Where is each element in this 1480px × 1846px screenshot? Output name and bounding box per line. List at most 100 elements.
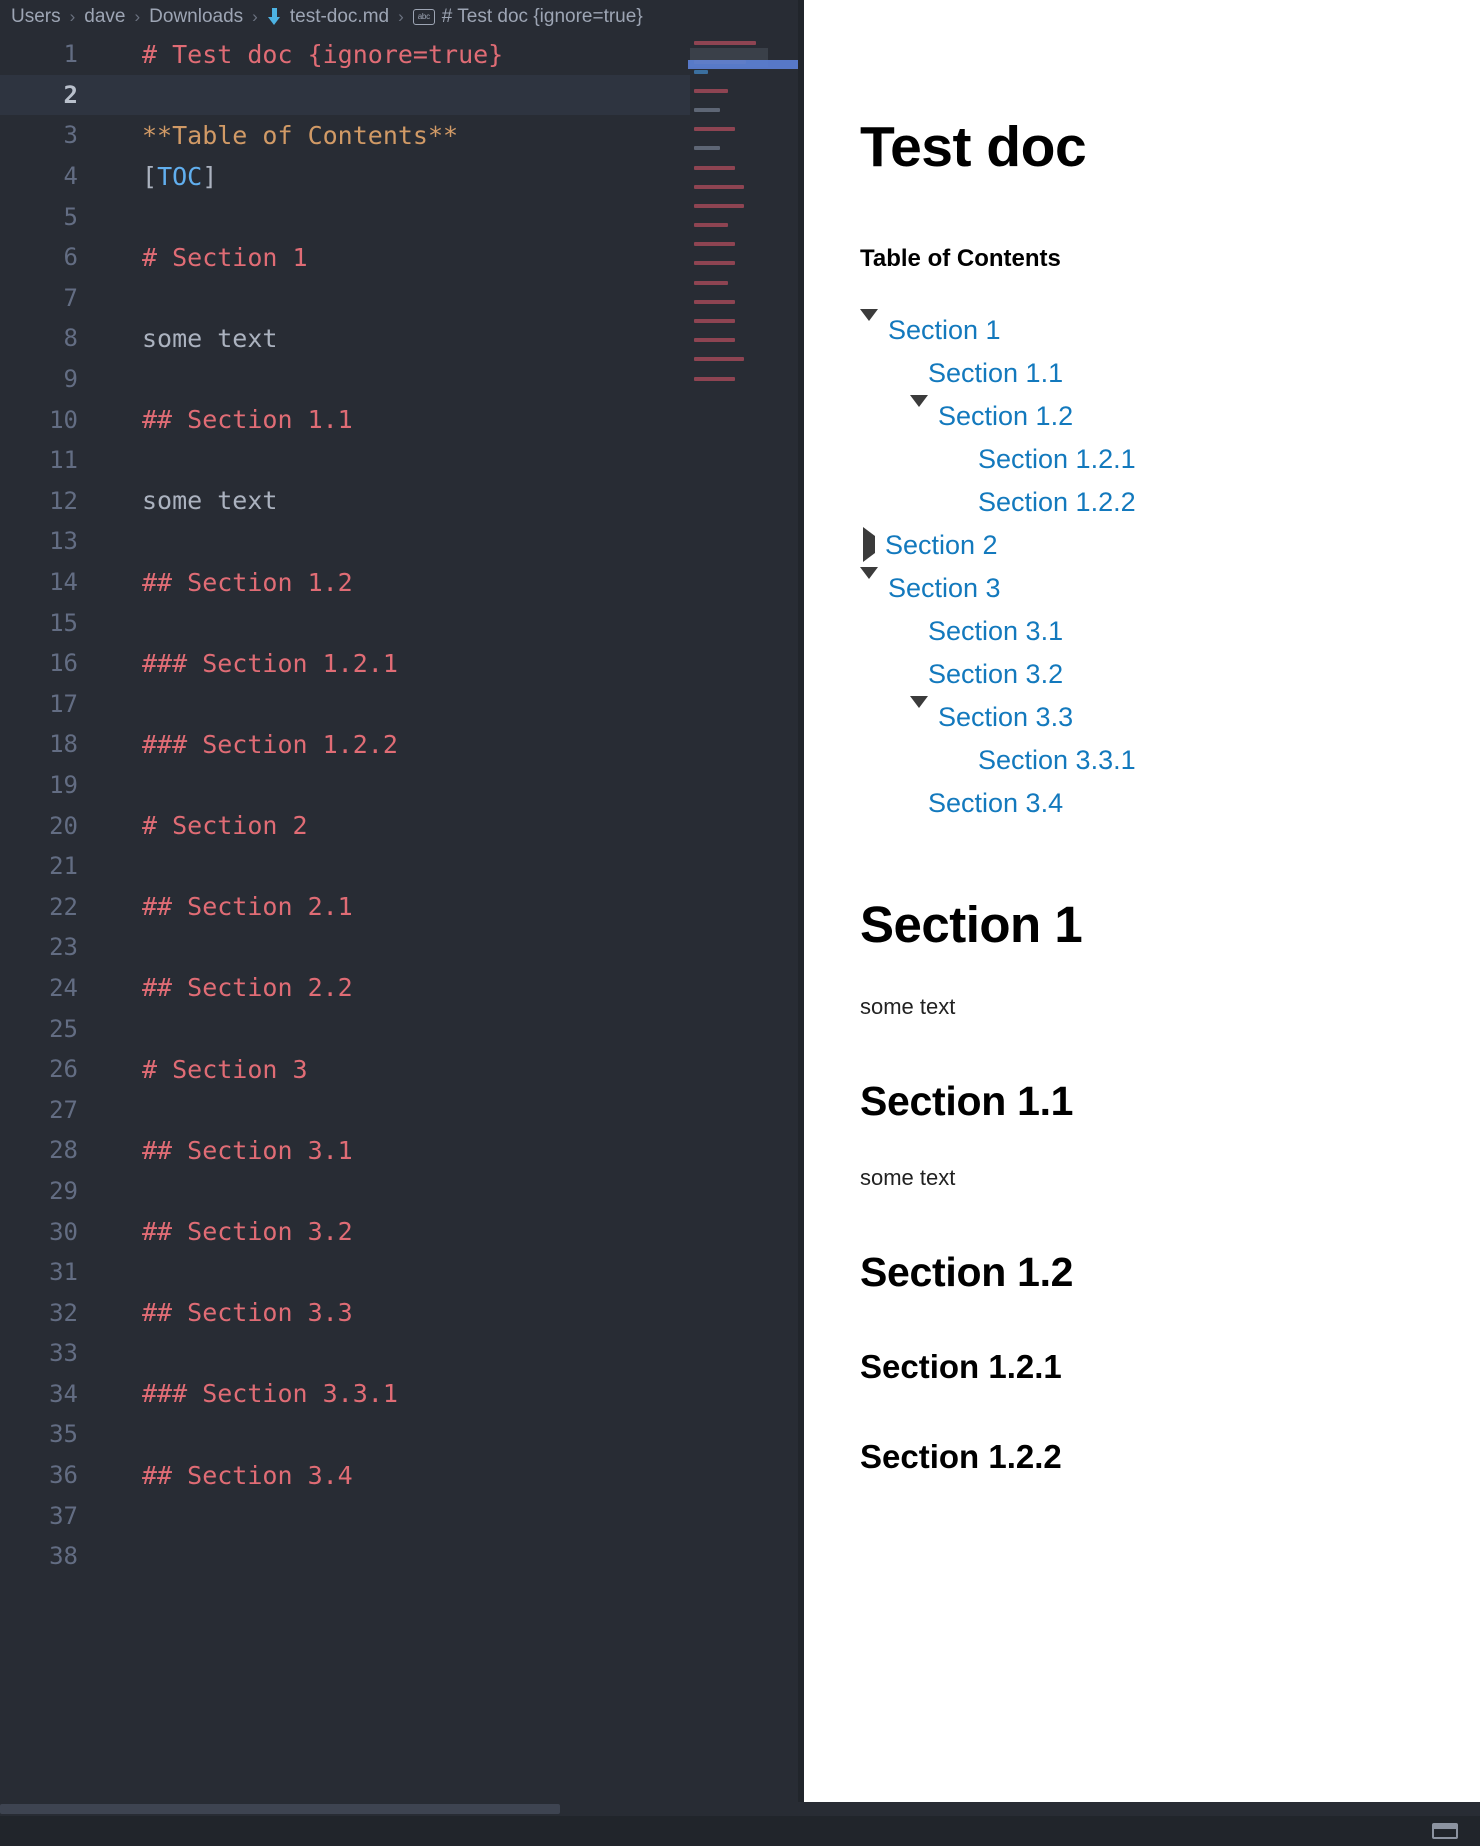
toc-link[interactable]: Section 3.1: [928, 615, 1064, 646]
toc-link[interactable]: Section 2: [885, 529, 998, 560]
code-line[interactable]: 37: [0, 1495, 798, 1536]
pane-divider[interactable]: [798, 0, 804, 1802]
minimap-slider[interactable]: [688, 60, 798, 69]
minimap[interactable]: [690, 34, 768, 1802]
line-text[interactable]: some text: [95, 326, 798, 351]
toc-item[interactable]: Section 1.2.2: [860, 486, 1420, 517]
breadcrumb-item[interactable]: test-doc.md: [289, 6, 390, 27]
code-line[interactable]: 28## Section 3.1: [0, 1130, 798, 1171]
code-line[interactable]: 4[TOC]: [0, 156, 798, 197]
line-text[interactable]: [TOC]: [95, 164, 798, 189]
code-line[interactable]: 9: [0, 359, 798, 400]
line-text[interactable]: # Section 2: [95, 813, 798, 838]
code-line[interactable]: 10## Section 1.1: [0, 399, 798, 440]
toc-item[interactable]: Section 1.2.1: [860, 443, 1420, 474]
horizontal-scrollbar[interactable]: [0, 1802, 1480, 1816]
code-line[interactable]: 35: [0, 1414, 798, 1455]
toc-link[interactable]: Section 1.2: [938, 400, 1074, 431]
code-line[interactable]: 20# Section 2: [0, 805, 798, 846]
toc-item[interactable]: Section 3.3.1: [860, 744, 1420, 775]
toc-item[interactable]: Section 1: [860, 309, 1420, 345]
line-text[interactable]: ## Section 2.1: [95, 894, 798, 919]
line-text[interactable]: # Section 1: [95, 245, 798, 270]
code-line[interactable]: 19: [0, 765, 798, 806]
line-text[interactable]: # Section 3: [95, 1057, 798, 1082]
triangle-down-icon[interactable]: [860, 567, 878, 597]
code-line[interactable]: 2: [0, 74, 798, 116]
toc-item[interactable]: Section 1.2: [860, 395, 1420, 431]
line-text[interactable]: ## Section 2.2: [95, 975, 798, 1000]
breadcrumb-item[interactable]: Downloads: [149, 6, 244, 27]
code-line[interactable]: 24## Section 2.2: [0, 968, 798, 1009]
code-line[interactable]: 6# Section 1: [0, 237, 798, 278]
line-text[interactable]: ### Section 3.3.1: [95, 1381, 798, 1406]
code-line[interactable]: 27: [0, 1089, 798, 1130]
code-line[interactable]: 23: [0, 927, 798, 968]
toc-link[interactable]: Section 1.1: [928, 357, 1064, 388]
breadcrumb[interactable]: Users›dave›Downloads›test-doc.md›abc# Te…: [0, 0, 798, 34]
breadcrumb-item[interactable]: Users: [11, 6, 61, 27]
toc-link[interactable]: Section 3: [888, 572, 1001, 603]
code-line[interactable]: 32## Section 3.3: [0, 1292, 798, 1333]
triangle-down-icon[interactable]: [910, 395, 928, 425]
code-line[interactable]: 11: [0, 440, 798, 481]
code-line[interactable]: 30## Section 3.2: [0, 1211, 798, 1252]
line-text[interactable]: ## Section 3.2: [95, 1219, 798, 1244]
code-line[interactable]: 17: [0, 684, 798, 725]
breadcrumb-item[interactable]: dave: [84, 6, 126, 27]
toc-link[interactable]: Section 1: [888, 314, 1001, 345]
toc-item[interactable]: Section 3.2: [860, 658, 1420, 689]
line-text[interactable]: ## Section 3.3: [95, 1300, 798, 1325]
line-text[interactable]: **Table of Contents**: [95, 123, 798, 148]
line-text[interactable]: ## Section 3.1: [95, 1138, 798, 1163]
editor-pane[interactable]: Users›dave›Downloads›test-doc.md›abc# Te…: [0, 0, 798, 1802]
toc-item[interactable]: Section 3.4: [860, 787, 1420, 818]
code-line[interactable]: 26# Section 3: [0, 1049, 798, 1090]
code-line[interactable]: 25: [0, 1008, 798, 1049]
toc-link[interactable]: Section 3.4: [928, 787, 1064, 818]
toc-item[interactable]: Section 1.1: [860, 357, 1420, 388]
line-text[interactable]: ### Section 1.2.1: [95, 651, 798, 676]
line-text[interactable]: # Test doc {ignore=true}: [95, 42, 798, 67]
code-line[interactable]: 29: [0, 1171, 798, 1212]
code-line[interactable]: 31: [0, 1252, 798, 1293]
horizontal-scrollbar-thumb[interactable]: [0, 1804, 560, 1814]
code-line[interactable]: 3**Table of Contents**: [0, 115, 798, 156]
line-text[interactable]: ## Section 3.4: [95, 1463, 798, 1488]
panel-layout-icon[interactable]: [1432, 1823, 1458, 1839]
triangle-down-icon[interactable]: [910, 696, 928, 726]
toc-link[interactable]: Section 3.3.1: [978, 744, 1136, 775]
toc-link[interactable]: Section 3.2: [928, 658, 1064, 689]
code-line[interactable]: 5: [0, 196, 798, 237]
toc-item[interactable]: Section 3: [860, 567, 1420, 603]
line-text[interactable]: ## Section 1.2: [95, 570, 798, 595]
toc-item[interactable]: Section 3.1: [860, 615, 1420, 646]
code-line[interactable]: 7: [0, 278, 798, 319]
code-line[interactable]: 38: [0, 1536, 798, 1577]
toc-item[interactable]: Section 2: [860, 527, 1420, 563]
breadcrumb-item[interactable]: # Test doc {ignore=true}: [441, 6, 643, 27]
code-line[interactable]: 18### Section 1.2.2: [0, 724, 798, 765]
toc-link[interactable]: Section 1.2.2: [978, 486, 1136, 517]
code-line[interactable]: 1# Test doc {ignore=true}: [0, 34, 798, 75]
toc-link[interactable]: Section 1.2.1: [978, 443, 1136, 474]
toc-link[interactable]: Section 3.3: [938, 701, 1074, 732]
code-line[interactable]: 14## Section 1.2: [0, 562, 798, 603]
toc-item[interactable]: Section 3.3: [860, 696, 1420, 732]
code-line[interactable]: 33: [0, 1333, 798, 1374]
code-line[interactable]: 21: [0, 846, 798, 887]
code-line[interactable]: 15: [0, 602, 798, 643]
code-line[interactable]: 36## Section 3.4: [0, 1455, 798, 1496]
vertical-scrollbar[interactable]: [768, 34, 798, 1802]
line-text[interactable]: ## Section 1.1: [95, 407, 798, 432]
line-text[interactable]: some text: [95, 488, 798, 513]
triangle-down-icon[interactable]: [860, 309, 878, 339]
code-line[interactable]: 22## Section 2.1: [0, 886, 798, 927]
line-text[interactable]: ### Section 1.2.2: [95, 732, 798, 757]
code-line[interactable]: 34### Section 3.3.1: [0, 1374, 798, 1415]
code-line[interactable]: 13: [0, 521, 798, 562]
